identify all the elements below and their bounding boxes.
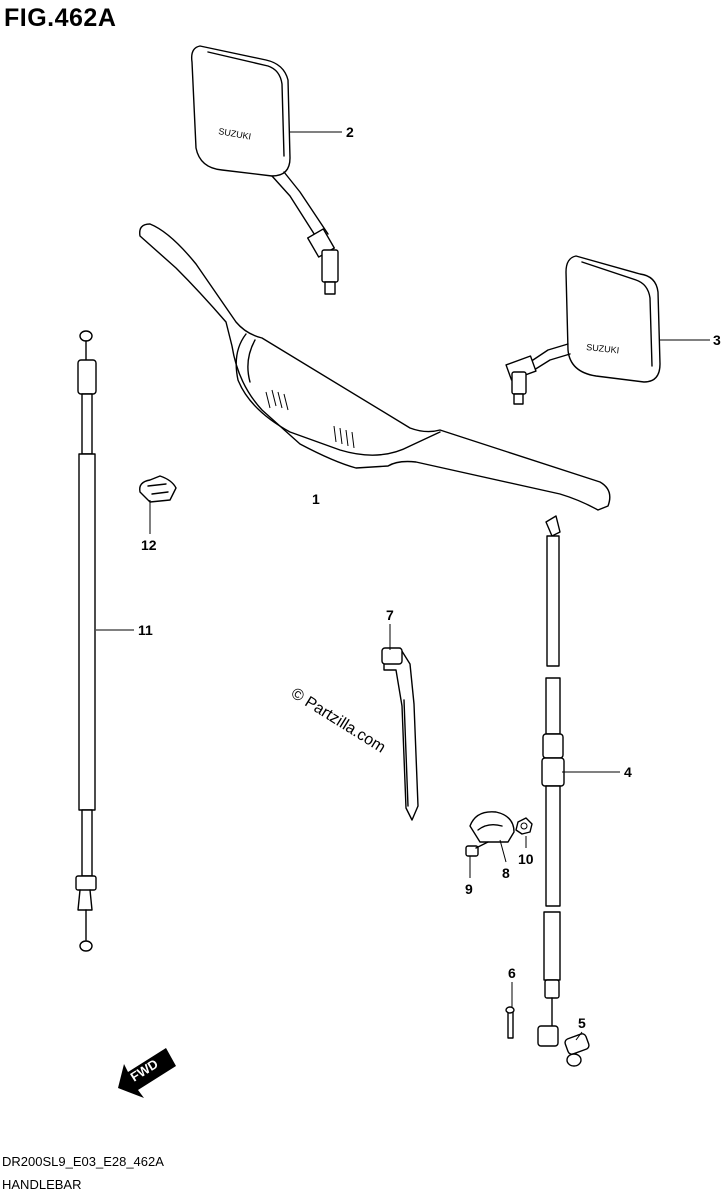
callout-8: 8	[502, 865, 510, 881]
nut[interactable]	[515, 817, 533, 835]
callout-4: 4	[624, 764, 632, 780]
clutch-cable-right[interactable]	[537, 515, 565, 1047]
throttle-cable-left[interactable]	[75, 330, 97, 952]
callout-7: 7	[386, 607, 394, 623]
callout-9: 9	[465, 881, 473, 897]
adjuster-bolt[interactable]	[564, 1033, 590, 1067]
svg-text:SUZUKI: SUZUKI	[586, 342, 620, 355]
watermark: © Partzilla.com	[288, 685, 388, 757]
right-mirror[interactable]: SUZUKI	[505, 255, 661, 405]
figure-title: FIG.462A	[4, 4, 117, 32]
cable-tie[interactable]	[381, 647, 419, 821]
callout-1: 1	[312, 491, 320, 507]
callout-2: 2	[346, 124, 354, 140]
forward-arrow-icon: FWD	[118, 1048, 176, 1098]
pin[interactable]	[505, 1006, 515, 1039]
figure-code: DR200SL9_E03_E28_462A	[2, 1154, 164, 1169]
screw[interactable]	[465, 841, 489, 857]
leader-lines	[96, 131, 710, 1041]
left-mirror[interactable]: SUZUKI	[190, 45, 339, 295]
callout-10: 10	[518, 851, 534, 867]
callout-6: 6	[508, 965, 516, 981]
callout-5: 5	[578, 1015, 586, 1031]
clamp-holder[interactable]	[469, 811, 515, 843]
callout-3: 3	[713, 332, 721, 348]
callout-11: 11	[138, 622, 153, 638]
callout-12: 12	[141, 537, 157, 553]
figure-subtitle: HANDLEBAR	[2, 1177, 82, 1192]
cable-clamp[interactable]	[139, 475, 177, 503]
handlebar[interactable]	[139, 223, 611, 511]
